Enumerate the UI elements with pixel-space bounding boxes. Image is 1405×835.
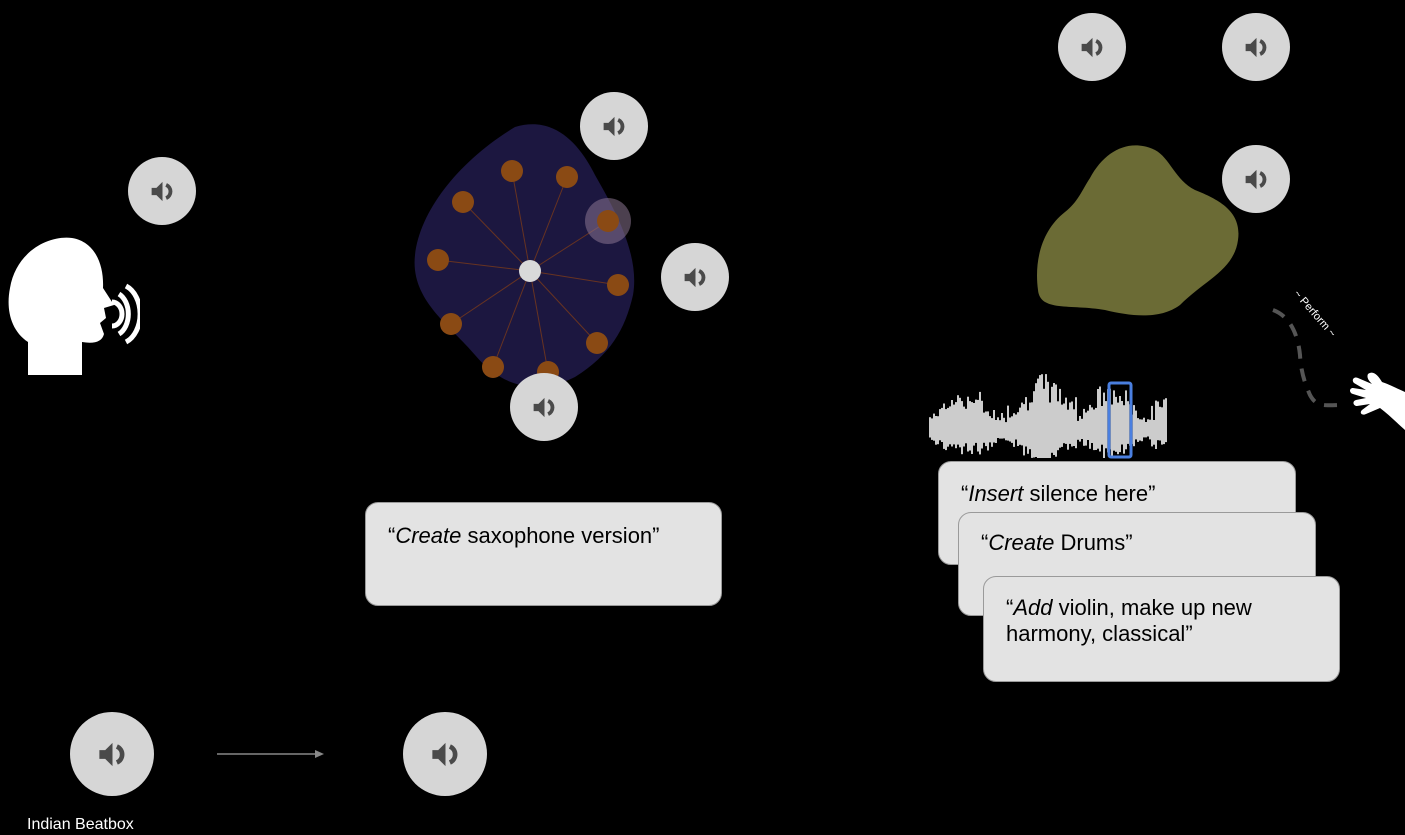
timbre-node[interactable] — [440, 313, 462, 335]
prompt-verb: Create — [988, 530, 1055, 555]
selection-box[interactable] — [1107, 381, 1133, 459]
timbre-node[interactable] — [586, 332, 608, 354]
speaker-icon — [603, 116, 624, 136]
timbre-space-blob — [414, 124, 635, 387]
timbre-node[interactable] — [501, 160, 523, 182]
waveform — [929, 374, 1167, 459]
head-speaking-icon — [8, 237, 140, 375]
speaker-button-output[interactable] — [403, 712, 487, 796]
prompt-verb: Add — [1013, 595, 1053, 620]
speaker-button-top-right[interactable] — [1222, 13, 1290, 81]
speaker-button-olive[interactable] — [1222, 145, 1290, 213]
prompt-add-violin[interactable]: “Add violin, make up new harmony, classi… — [983, 576, 1340, 682]
prompt-text: Drums — [1054, 530, 1126, 555]
perform-gesture-path — [1272, 308, 1346, 408]
olive-blob — [1037, 145, 1239, 316]
speaker-button-top-left[interactable] — [1058, 13, 1126, 81]
prompt-verb: Create — [395, 523, 462, 548]
center-node[interactable] — [519, 260, 541, 282]
timbre-node[interactable] — [482, 356, 504, 378]
speaker-button-blob-bottom[interactable] — [510, 373, 578, 441]
prompt-text: saxophone version — [461, 523, 653, 548]
timbre-node[interactable] — [607, 274, 629, 296]
speaker-icon — [1081, 37, 1102, 57]
prompt-text: violin, make up new harmony, classical — [1006, 595, 1252, 646]
speaker-icon — [1245, 37, 1266, 57]
timbre-node[interactable] — [556, 166, 578, 188]
speaker-icon — [1245, 169, 1266, 189]
speaker-button-blob-right[interactable] — [661, 243, 729, 311]
speaker-button-input[interactable] — [70, 712, 154, 796]
speaker-icon — [431, 742, 457, 766]
speaker-icon — [684, 267, 705, 287]
speaker-icon — [151, 181, 172, 201]
prompt-text: silence here — [1023, 481, 1149, 506]
prompt-verb: Insert — [968, 481, 1024, 506]
timbre-node[interactable] — [427, 249, 449, 271]
prompt-saxophone[interactable]: “Create saxophone version” — [365, 502, 722, 606]
timbre-node-selected[interactable] — [597, 210, 619, 232]
arrow-right — [217, 750, 324, 758]
hand-icon — [1350, 372, 1405, 430]
timbre-node[interactable] — [452, 191, 474, 213]
caption-indian-beatbox: Indian Beatbox — [27, 816, 134, 833]
speaker-icon — [533, 397, 554, 417]
speaker-button-voice[interactable] — [128, 157, 196, 225]
speaker-button-blob-top[interactable] — [580, 92, 648, 160]
speaker-icon — [98, 742, 124, 766]
